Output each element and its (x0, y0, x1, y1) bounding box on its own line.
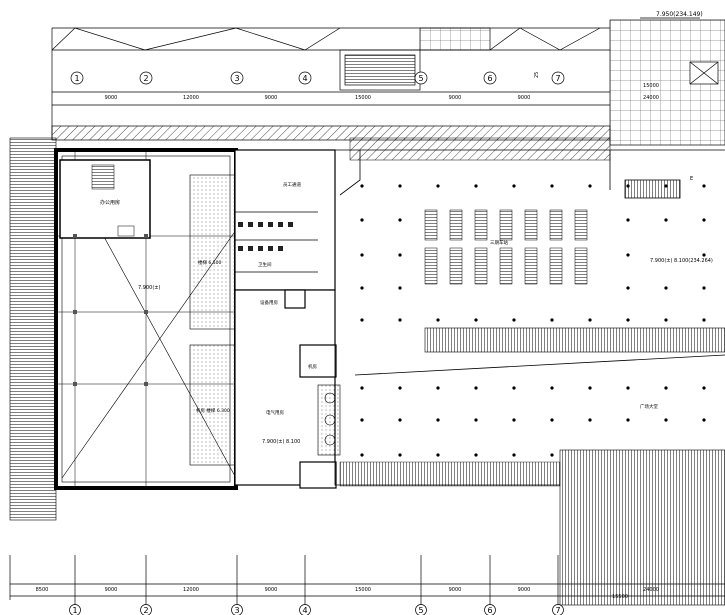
top-axis-row (52, 91, 610, 106)
hall-columns (360, 184, 706, 457)
top-axis-bubble-4: 4 (298, 71, 312, 85)
bottom-axis-bubble-4: 4 (299, 604, 311, 615)
top-dim-2: 12000 (183, 95, 199, 101)
bottom-axis-bubble-7: 7 (552, 604, 564, 615)
svg-text:2: 2 (143, 606, 148, 615)
top-dim-4: 15000 (355, 95, 371, 101)
svg-text:6: 6 (487, 74, 492, 83)
svg-text:7: 7 (555, 74, 560, 83)
top-axis-bubble-7: 7 (551, 71, 565, 85)
office-room (59, 159, 151, 239)
staff-label: 员工通道 (283, 181, 301, 188)
svg-text:6: 6 (487, 606, 492, 615)
bottom-axis-bubble-5: 5 (415, 604, 427, 615)
bottom-stairs (339, 461, 561, 487)
right-tower (609, 17, 725, 146)
hall-level-note: 7.900(±) 8.100(234.264) (650, 258, 713, 264)
top-axis-bubble-6: 6 (483, 71, 497, 85)
left-ramp-stripes (9, 137, 57, 521)
machine-label-lower: 机房 楼梯 6.300 (196, 407, 230, 414)
elevation-top-label: 7.950(234.149) (656, 11, 703, 18)
svg-text:2: 2 (143, 74, 148, 83)
machine-room-upper (189, 174, 237, 330)
electrical-label: 电气用房 (266, 409, 284, 416)
hatched-wall-band (51, 125, 611, 141)
top-axis-bubble-5: 5 (414, 71, 428, 85)
svg-text:1: 1 (74, 74, 79, 83)
svg-text:3: 3 (234, 606, 239, 615)
small-mark-e: E (690, 176, 693, 182)
equipment-label: 设备用房 (260, 299, 278, 306)
bottom-dim-3: 12000 (183, 587, 199, 593)
top-axis-bubble-1: 1 (70, 71, 84, 85)
top-canopy (51, 27, 610, 140)
bottom-dim-4: 9000 (265, 587, 278, 593)
restroom-label: 卫生间 (258, 261, 272, 268)
bottom-dim-6: 9000 (449, 587, 462, 593)
restroom-fixtures (238, 222, 293, 251)
bottom-axis-bubble-2: 2 (140, 604, 152, 615)
spiral-stair (317, 384, 341, 456)
office-room-label: 办公用房 (100, 199, 120, 206)
top-dim-3: 9000 (265, 95, 278, 101)
top-dim-1: 9000 (105, 95, 118, 101)
bottom-dim-7: 9000 (518, 587, 531, 593)
svg-text:5: 5 (418, 74, 423, 83)
shelving-units (424, 209, 588, 285)
left-hall-level: 7.900(±) (138, 285, 160, 291)
plaza-label: 广场大堂 (640, 403, 658, 410)
machine-room-label: 机房 (308, 363, 317, 370)
svg-text:4: 4 (302, 74, 307, 83)
corridor-level: 7.900(±) 8.100 (262, 439, 300, 445)
svg-text:3: 3 (234, 74, 239, 83)
bottom-axis-bubble-6: 6 (484, 604, 496, 615)
main-hall-outline (334, 149, 725, 486)
bottom-dim-5: 15000 (355, 587, 371, 593)
top-dim-7: 15000 (643, 83, 659, 89)
svg-text:1: 1 (72, 606, 77, 615)
bottom-axis-bubble-3: 3 (231, 604, 243, 615)
small-mark-25: 25 (534, 72, 540, 78)
bottom-dim-1: 8500 (36, 587, 49, 593)
top-dim-6: 9000 (518, 95, 531, 101)
svg-text:4: 4 (302, 606, 307, 615)
machine-label-upper: 楼梯 6.500 (198, 259, 221, 266)
top-axis-bubble-2: 2 (139, 71, 153, 85)
left-wing-columns (73, 234, 148, 386)
top-axis-bubble-3: 3 (230, 71, 244, 85)
svg-text:5: 5 (418, 606, 423, 615)
bottom-axis-bubble-1: 1 (69, 604, 81, 615)
bottom-dim-8: 15500 (612, 594, 628, 600)
machine-room-lower (189, 344, 237, 466)
escalator-label: 三期车站 (490, 239, 508, 246)
top-dim-5: 9000 (449, 95, 462, 101)
bottom-dim-2: 9000 (105, 587, 118, 593)
bottom-dimension-line (9, 555, 725, 605)
hatched-wall-band-right (349, 137, 611, 161)
svg-text:7: 7 (555, 606, 560, 615)
top-dim-8: 24000 (643, 95, 659, 101)
bottom-dim-9: 24000 (643, 587, 659, 593)
bottom-right-steps (559, 449, 725, 606)
escalator-band (424, 327, 725, 353)
